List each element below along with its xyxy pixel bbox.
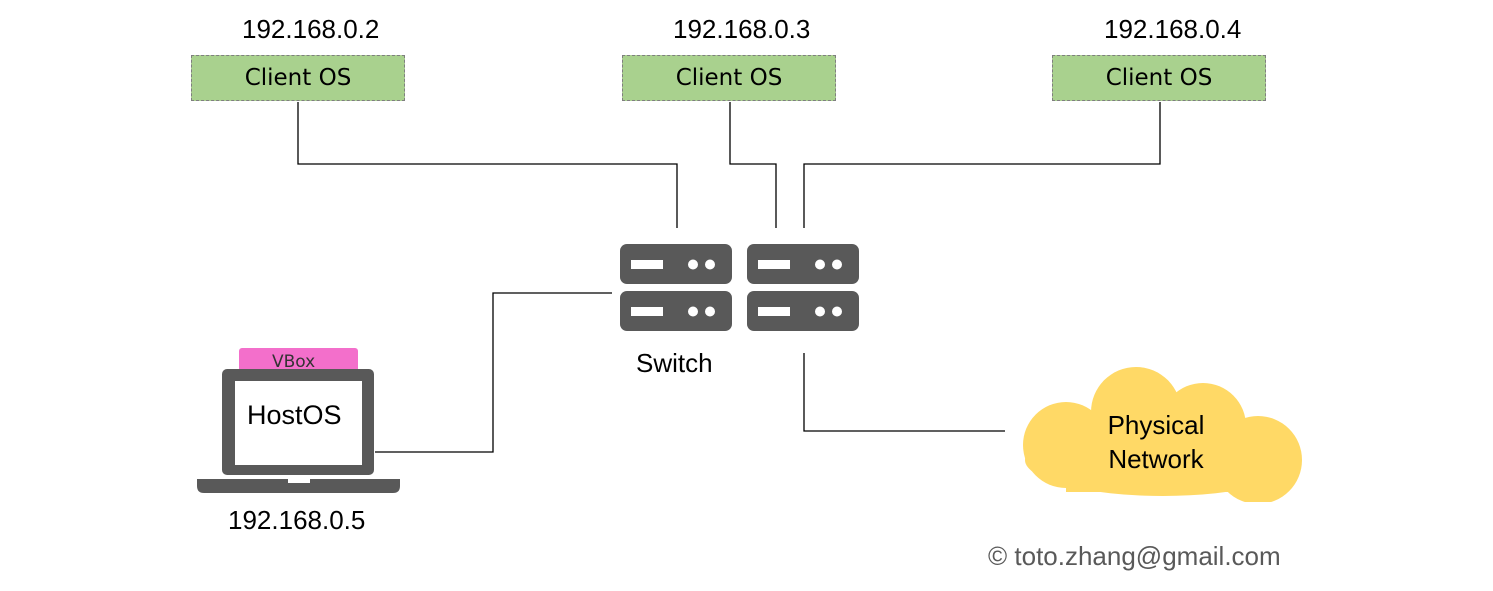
- vbox-tag: VBox: [239, 348, 358, 372]
- rack-server-icon: [620, 244, 859, 331]
- cloud-label: Physical Network: [1107, 410, 1205, 474]
- client-1-ip: 192.168.0.2: [242, 14, 380, 44]
- link-host: [375, 292, 612, 453]
- link-client-2: [729, 102, 777, 228]
- link-network: [803, 353, 1005, 432]
- host-ip: 192.168.0.5: [228, 505, 366, 535]
- client-2-ip: 192.168.0.3: [673, 14, 811, 44]
- client-3-ip: 192.168.0.4: [1104, 14, 1242, 44]
- cloud-icon: [1023, 367, 1302, 502]
- link-client-3: [803, 102, 1161, 228]
- host-label: HostOS: [247, 400, 342, 430]
- client-2-box: Client OS: [622, 55, 836, 101]
- laptop-icon: [197, 369, 400, 493]
- link-client-1: [297, 102, 678, 228]
- vbox-label: VBox: [272, 352, 316, 372]
- client-1-box: Client OS: [191, 55, 405, 101]
- copyright-text: © toto.zhang@gmail.com: [988, 541, 1281, 571]
- switch-label: Switch: [636, 348, 713, 378]
- client-3-box: Client OS: [1052, 55, 1266, 101]
